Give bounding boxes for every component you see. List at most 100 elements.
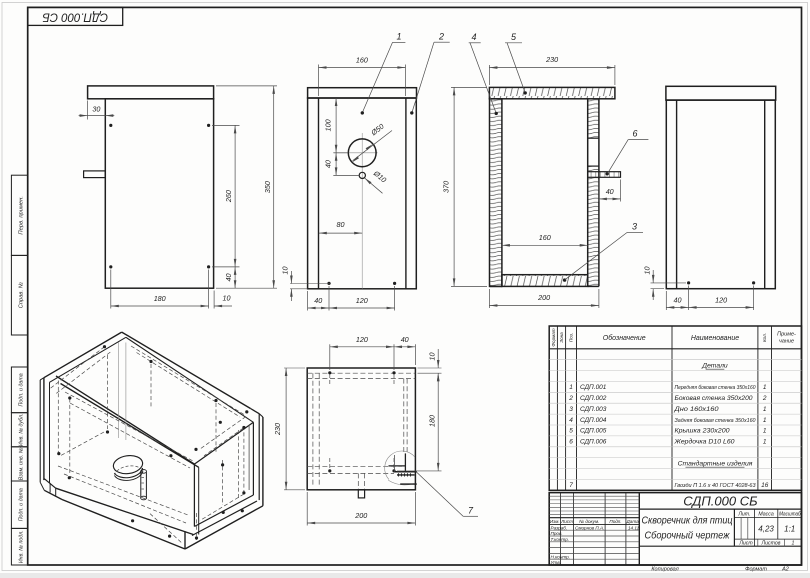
svg-text:Задняя боковая стенка 350х160: Задняя боковая стенка 350х160 — [675, 418, 757, 424]
svg-text:Передняя боковая стенка 350х16: Передняя боковая стенка 350х160 — [675, 385, 757, 391]
svg-text:Крышка 230х200: Крышка 230х200 — [675, 429, 731, 435]
svg-text:1: 1 — [396, 32, 401, 42]
svg-text:3: 3 — [632, 222, 637, 232]
svg-text:5: 5 — [569, 428, 573, 435]
svg-text:Лист: Лист — [738, 541, 753, 547]
svg-text:чание: чание — [779, 339, 794, 345]
svg-text:40: 40 — [606, 187, 614, 196]
svg-text:6: 6 — [569, 439, 573, 446]
svg-text:Детали: Детали — [701, 362, 728, 369]
svg-text:40: 40 — [224, 274, 233, 282]
svg-text:230: 230 — [273, 423, 282, 436]
svg-text:Дата: Дата — [626, 519, 640, 524]
svg-text:16: 16 — [761, 482, 769, 489]
svg-text:Скворечник для птиц: Скворечник для птиц — [642, 515, 733, 527]
svg-text:Зона: Зона — [559, 332, 564, 343]
svg-text:200: 200 — [537, 293, 550, 302]
svg-text:40: 40 — [314, 296, 322, 305]
svg-text:14.11: 14.11 — [628, 525, 640, 530]
svg-text:Жердочка D10 L60: Жердочка D10 L60 — [673, 440, 735, 446]
svg-text:2: 2 — [762, 395, 767, 402]
svg-text:10: 10 — [223, 294, 231, 303]
svg-text:Масса: Масса — [758, 512, 773, 518]
svg-text:Кол.: Кол. — [762, 333, 767, 342]
svg-text:40: 40 — [401, 335, 409, 344]
svg-text:СДП.001: СДП.001 — [580, 384, 607, 391]
svg-text:СДП.005: СДП.005 — [580, 428, 607, 435]
svg-text:Сборочный чертеж: Сборочный чертеж — [645, 530, 731, 542]
svg-text:200: 200 — [354, 511, 367, 520]
svg-text:160: 160 — [539, 233, 551, 242]
svg-text:Копировал: Копировал — [651, 567, 678, 573]
svg-text:СДП.006: СДП.006 — [580, 439, 607, 446]
svg-text:7: 7 — [468, 505, 474, 515]
svg-text:5: 5 — [511, 32, 517, 42]
svg-text:Подп. и дата: Подп. и дата — [19, 373, 25, 406]
svg-text:Лит.: Лит. — [737, 512, 750, 518]
svg-text:7: 7 — [569, 482, 573, 489]
svg-text:1: 1 — [763, 439, 767, 446]
svg-text:СДП.002: СДП.002 — [580, 395, 607, 402]
svg-text:Масштаб: Масштаб — [779, 512, 801, 518]
svg-text:120: 120 — [715, 295, 727, 304]
svg-text:4: 4 — [471, 32, 476, 42]
svg-text:40: 40 — [674, 295, 682, 304]
svg-text:230: 230 — [545, 55, 558, 64]
svg-text:4: 4 — [569, 417, 573, 424]
svg-text:1: 1 — [569, 384, 573, 391]
svg-text:120: 120 — [356, 335, 368, 344]
svg-text:СДП.003: СДП.003 — [580, 406, 607, 413]
svg-text:Лист: Лист — [560, 519, 573, 524]
svg-text:Формат: Формат — [551, 328, 556, 346]
svg-text:Инв. № подл.: Инв. № подл. — [19, 530, 25, 563]
svg-text:1: 1 — [763, 428, 767, 435]
svg-text:1: 1 — [763, 417, 767, 424]
svg-text:Дно 160х160: Дно 160х160 — [673, 407, 719, 413]
svg-text:1:1: 1:1 — [784, 525, 795, 534]
svg-text:Пров.: Пров. — [551, 531, 563, 536]
svg-text:1: 1 — [763, 406, 767, 413]
svg-text:120: 120 — [356, 296, 368, 305]
svg-text:СДП.000 СБ: СДП.000 СБ — [683, 494, 758, 509]
svg-text:Листов: Листов — [761, 541, 781, 547]
svg-text:180: 180 — [154, 294, 166, 303]
svg-text:Поз.: Поз. — [569, 333, 574, 342]
svg-text:Изм.: Изм. — [550, 519, 560, 524]
svg-text:3: 3 — [569, 406, 573, 413]
svg-text:Смирнов П.А.: Смирнов П.А. — [575, 525, 604, 530]
svg-text:Н.контр.: Н.контр. — [551, 554, 570, 559]
svg-text:1: 1 — [792, 541, 795, 547]
svg-text:350: 350 — [263, 181, 272, 193]
svg-text:160: 160 — [356, 56, 368, 65]
svg-text:Стандартные изделия: Стандартные изделия — [678, 459, 753, 467]
svg-text:Справ. №: Справ. № — [19, 282, 25, 308]
svg-text:100: 100 — [324, 119, 333, 131]
svg-text:40: 40 — [324, 160, 333, 168]
svg-text:Гвозди П 1.6 х 40 ГОСТ 4028-63: Гвозди П 1.6 х 40 ГОСТ 4028-63 — [675, 483, 756, 489]
svg-text:Боковая стенка 350х200: Боковая стенка 350х200 — [675, 396, 754, 402]
svg-text:370: 370 — [442, 181, 451, 193]
svg-text:2: 2 — [438, 32, 444, 42]
svg-text:Подп.: Подп. — [609, 519, 621, 524]
svg-text:Наименование: Наименование — [691, 335, 739, 342]
svg-text:Инв. № дубл.: Инв. № дубл. — [19, 414, 25, 447]
svg-text:Утв.: Утв. — [551, 560, 561, 565]
svg-text:80: 80 — [337, 220, 345, 229]
svg-text:10: 10 — [427, 353, 436, 361]
svg-text:2: 2 — [568, 395, 573, 402]
svg-text:30: 30 — [92, 105, 100, 114]
svg-text:Взам. инв. №: Взам. инв. № — [19, 447, 25, 480]
svg-text:Формат: Формат — [745, 567, 767, 573]
svg-text:10: 10 — [281, 267, 290, 275]
svg-text:Т.контр.: Т.контр. — [551, 537, 570, 542]
svg-text:Приме-: Приме- — [777, 332, 796, 338]
svg-text:Подп. и дата: Подп. и дата — [19, 488, 25, 521]
svg-text:А2: А2 — [781, 567, 789, 573]
svg-text:№ докум.: № докум. — [579, 519, 599, 524]
svg-text:10: 10 — [642, 267, 651, 275]
svg-text:Обозначение: Обозначение — [603, 334, 646, 342]
svg-text:4,23: 4,23 — [758, 525, 774, 534]
svg-text:СДП.000 СБ: СДП.000 СБ — [42, 11, 108, 23]
svg-text:Разраб.: Разраб. — [551, 525, 568, 530]
svg-text:180: 180 — [427, 415, 436, 427]
